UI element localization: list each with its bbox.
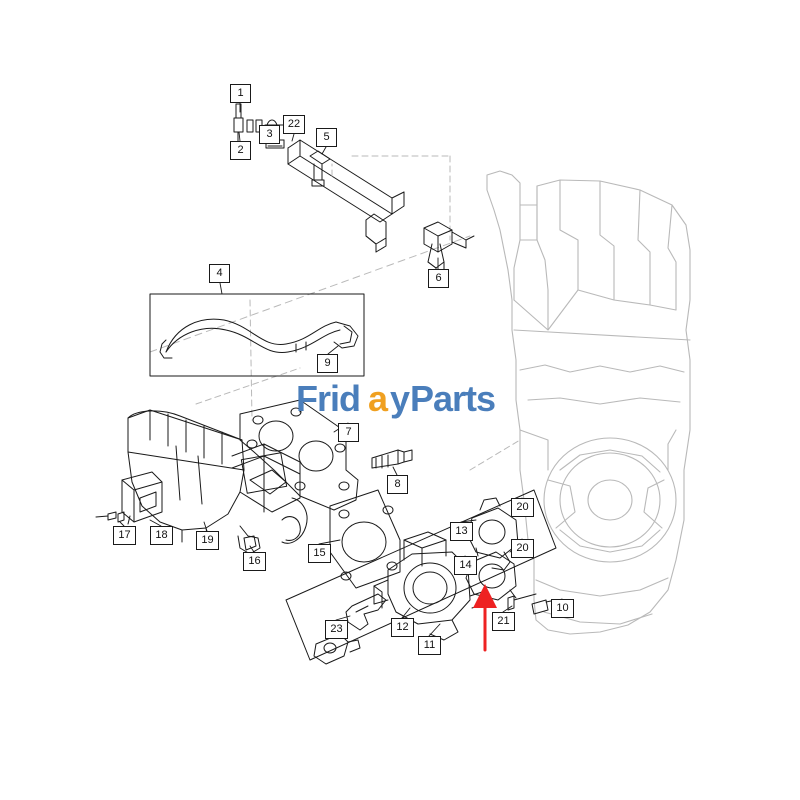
callout-23: 23 <box>325 620 348 639</box>
callout-17: 17 <box>113 526 136 545</box>
part-hose-box <box>149 293 365 377</box>
callout-10: 10 <box>551 599 574 618</box>
callout-6: 6 <box>428 269 449 288</box>
callout-leader-lines <box>119 102 563 637</box>
callout-12: 12 <box>391 618 414 637</box>
callout-4: 4 <box>209 264 230 283</box>
callout-19: 19 <box>196 531 219 550</box>
callout-22: 22 <box>283 115 305 134</box>
callout-11: 11 <box>418 636 441 655</box>
callout-15: 15 <box>308 544 331 563</box>
callout-2: 2 <box>230 141 251 160</box>
part-manifold-gasket <box>239 399 359 511</box>
callout-8: 8 <box>387 475 408 494</box>
part-sensor-screw <box>95 511 117 521</box>
callout-14: 14 <box>454 556 477 575</box>
part-sensor-bracket <box>117 471 163 525</box>
callout-20-upper: 20 <box>511 498 534 517</box>
callout-13: 13 <box>450 522 473 541</box>
part-stud-bolt <box>371 449 413 469</box>
callout-3: 3 <box>259 125 280 144</box>
callout-18: 18 <box>150 526 173 545</box>
callout-21: 21 <box>492 612 515 631</box>
callout-20-lower: 20 <box>511 539 534 558</box>
callout-1: 1 <box>230 84 251 103</box>
callout-16: 16 <box>243 552 266 571</box>
engine-block-outline <box>486 170 691 635</box>
callout-7: 7 <box>338 423 359 442</box>
part-fuel-rail <box>287 139 405 253</box>
assembly-guide-lines <box>149 155 521 471</box>
callout-5: 5 <box>316 128 337 147</box>
part-flange-gasket <box>329 489 401 589</box>
callout-9: 9 <box>317 354 338 373</box>
